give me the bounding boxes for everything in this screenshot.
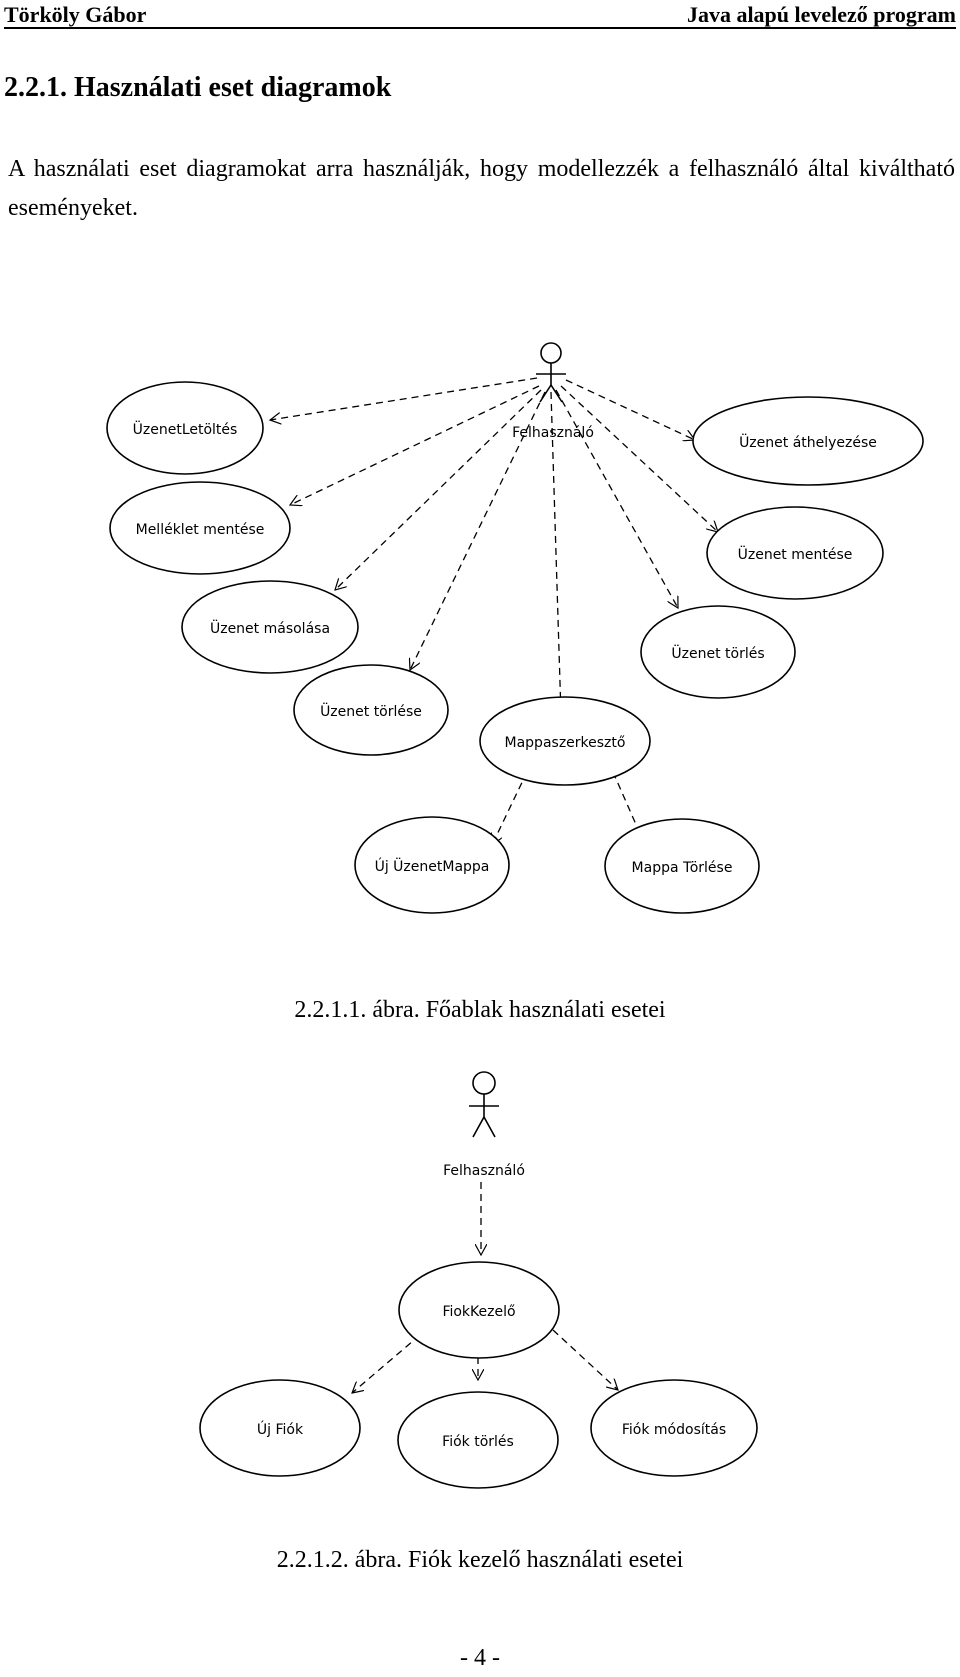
dependency-arrows bbox=[270, 377, 718, 845]
actor-user-figure bbox=[536, 342, 566, 403]
use-case-uzenet-torles-label: Üzenet törlés bbox=[671, 644, 764, 662]
use-case-mappa-torlese-label: Mappa Törlése bbox=[632, 860, 733, 876]
use-case-fiok-torles-label: Fiók törlés bbox=[442, 1434, 514, 1450]
section-title: 2.2.1. Használati eset diagramok bbox=[4, 72, 392, 103]
use-case-mappaszerkeszto bbox=[479, 696, 651, 786]
use-case-uzenet-letoltes-label: ÜzenetLetöltés bbox=[133, 420, 238, 438]
use-case-uj-uzenetmappa-label: Új ÜzenetMappa bbox=[375, 857, 490, 875]
page-number: - 4 - bbox=[460, 1645, 500, 1671]
use-case-uzenet-torlese bbox=[293, 664, 449, 756]
use-case-uzenet-mentese bbox=[706, 506, 884, 600]
arrow-to-uzenet-letoltes bbox=[270, 377, 538, 420]
use-case-fiok-modositas-label: Fiók módosítás bbox=[622, 1422, 726, 1438]
actor-user-label-2: Felhasználó bbox=[443, 1163, 525, 1179]
use-case-uzenet-letoltes bbox=[106, 381, 264, 475]
use-case-uzenet-athelyezese-label: Üzenet áthelyezése bbox=[739, 433, 877, 451]
use-case-uzenet-torles bbox=[640, 605, 796, 699]
use-case-fiok-torles bbox=[397, 1391, 559, 1489]
use-case-uzenet-mentese-label: Üzenet mentése bbox=[738, 545, 853, 563]
arrow-to-uj-fiok bbox=[352, 1334, 421, 1393]
use-case-uzenet-masolasa bbox=[181, 580, 359, 674]
intro-paragraph: A használati eset diagramokat arra haszn… bbox=[8, 156, 955, 221]
arrow-to-mappaszerkeszto bbox=[550, 391, 561, 715]
arrow-to-uzenet-torles bbox=[555, 389, 678, 608]
arrow-to-uzenet-mentese bbox=[560, 385, 718, 532]
header-document-title: Java alapú levelező program bbox=[686, 2, 956, 27]
use-case-uzenet-torlese-label: Üzenet törlése bbox=[320, 702, 422, 720]
arrow-to-fiok-modositas bbox=[552, 1329, 618, 1390]
use-case-uzenet-masolasa-label: Üzenet másolása bbox=[210, 619, 330, 637]
use-case-uj-fiok bbox=[199, 1379, 361, 1477]
diagram-account-manager: Felhasználó FiokKezelő Új Fiók Fiók törl… bbox=[199, 1071, 758, 1489]
use-case-uj-uzenetmappa bbox=[354, 816, 510, 914]
use-case-uj-fiok-label: Új Fiók bbox=[257, 1420, 304, 1438]
diagram-main-window: Felhasználó ÜzenetLetöltés bbox=[106, 342, 924, 914]
use-case-mappaszerkeszto-label: Mappaszerkesztő bbox=[505, 735, 626, 751]
use-case-melleklet-mentese-label: Melléklet mentése bbox=[136, 522, 265, 538]
use-case-uzenet-athelyezese bbox=[692, 396, 924, 486]
header-author: Törköly Gábor bbox=[4, 2, 147, 27]
use-case-fiokkezelo bbox=[398, 1261, 560, 1359]
header-rule bbox=[4, 27, 956, 29]
use-case-fiok-modositas bbox=[590, 1379, 758, 1477]
arrow-to-uzenet-torlese bbox=[410, 391, 546, 670]
actor-user-figure-2 bbox=[469, 1071, 499, 1138]
figure-caption-1: 2.2.1.1. ábra. Főablak használati esetei bbox=[294, 997, 666, 1023]
arrow-to-melleklet-mentese bbox=[290, 385, 540, 505]
use-case-fiokkezelo-label: FiokKezelő bbox=[442, 1304, 515, 1320]
figure-caption-2: 2.2.1.2. ábra. Fiók kezelő használati es… bbox=[276, 1547, 684, 1573]
actor-user-label: Felhasználó bbox=[512, 425, 594, 441]
use-case-mappa-torlese bbox=[604, 818, 760, 914]
arrow-to-uzenet-masolasa bbox=[335, 389, 542, 590]
arrow-to-uj-uzenetmappa bbox=[492, 771, 528, 845]
use-case-melleklet-mentese bbox=[109, 481, 291, 575]
